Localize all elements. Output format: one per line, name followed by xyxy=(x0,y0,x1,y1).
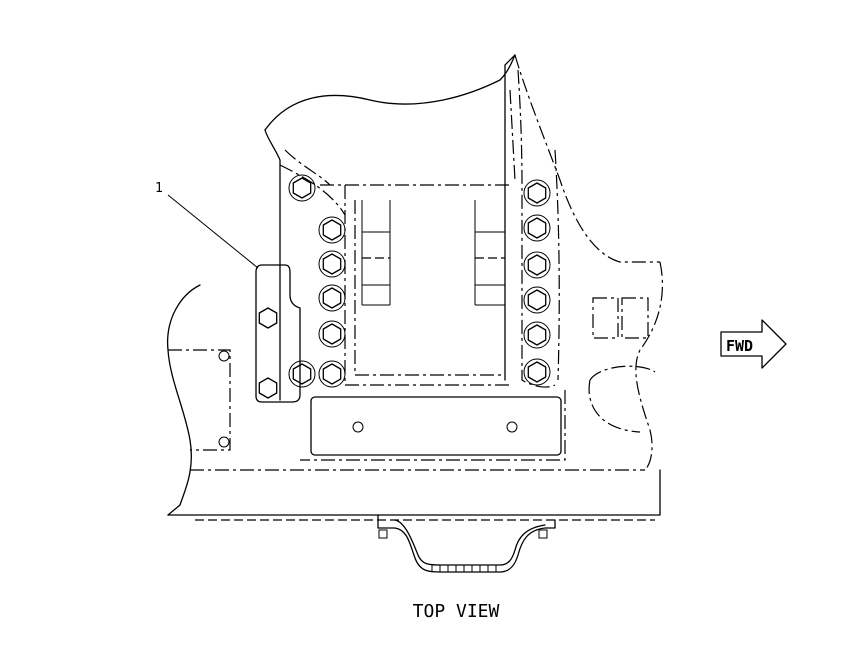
bolt-head xyxy=(523,179,551,207)
view-caption: TOP VIEW xyxy=(413,601,500,622)
structure-outline xyxy=(166,54,664,521)
bolt-head xyxy=(288,360,316,388)
bolt-head xyxy=(318,216,346,244)
right-panels xyxy=(588,297,656,433)
bolt-head xyxy=(258,377,278,399)
bolt-head xyxy=(318,284,346,312)
part-1-strap xyxy=(255,264,301,403)
bolt-head xyxy=(258,307,278,329)
callout-number: 1 xyxy=(155,181,163,196)
left-access-plate xyxy=(168,349,231,451)
bolt-head xyxy=(523,358,551,386)
bolt-head xyxy=(523,214,551,242)
bolt-heads xyxy=(258,174,551,399)
bolt-head xyxy=(318,320,346,348)
bolt-head xyxy=(523,251,551,279)
lower-bracket xyxy=(377,514,556,573)
fwd-label: FWD xyxy=(726,337,753,355)
inner-brackets xyxy=(361,200,505,306)
bolt-head xyxy=(318,250,346,278)
inner-frame xyxy=(279,69,566,461)
fwd-direction-arrow: FWD xyxy=(720,319,787,369)
bolt-head xyxy=(288,174,316,202)
bolt-head xyxy=(318,360,346,388)
bolt-head xyxy=(523,321,551,349)
bolt-head xyxy=(523,286,551,314)
callout-1: 1 xyxy=(155,181,259,269)
bottom-plate xyxy=(310,396,562,456)
